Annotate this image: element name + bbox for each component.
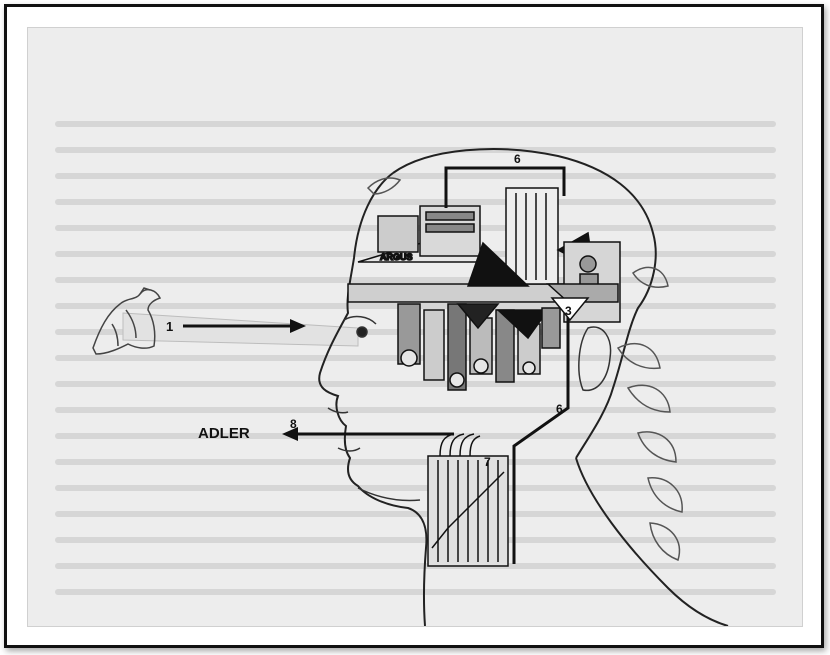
label-8: 8	[290, 417, 297, 431]
label-7: 7	[484, 455, 491, 469]
label-6-side: 6	[556, 402, 563, 416]
label-3: 3	[565, 304, 572, 318]
label-6-top: 6	[514, 152, 521, 166]
image-frame: 1	[4, 4, 824, 648]
vision-cone	[123, 313, 358, 346]
organ-pipes	[428, 456, 508, 566]
illustration-panel: 1	[27, 27, 803, 627]
head-machine-illustration: 1	[28, 28, 802, 626]
gear-pipes	[398, 304, 560, 390]
pediment-label: ARGUS	[380, 252, 413, 262]
label-1: 1	[166, 319, 173, 334]
adler-label: ADLER	[198, 425, 250, 442]
